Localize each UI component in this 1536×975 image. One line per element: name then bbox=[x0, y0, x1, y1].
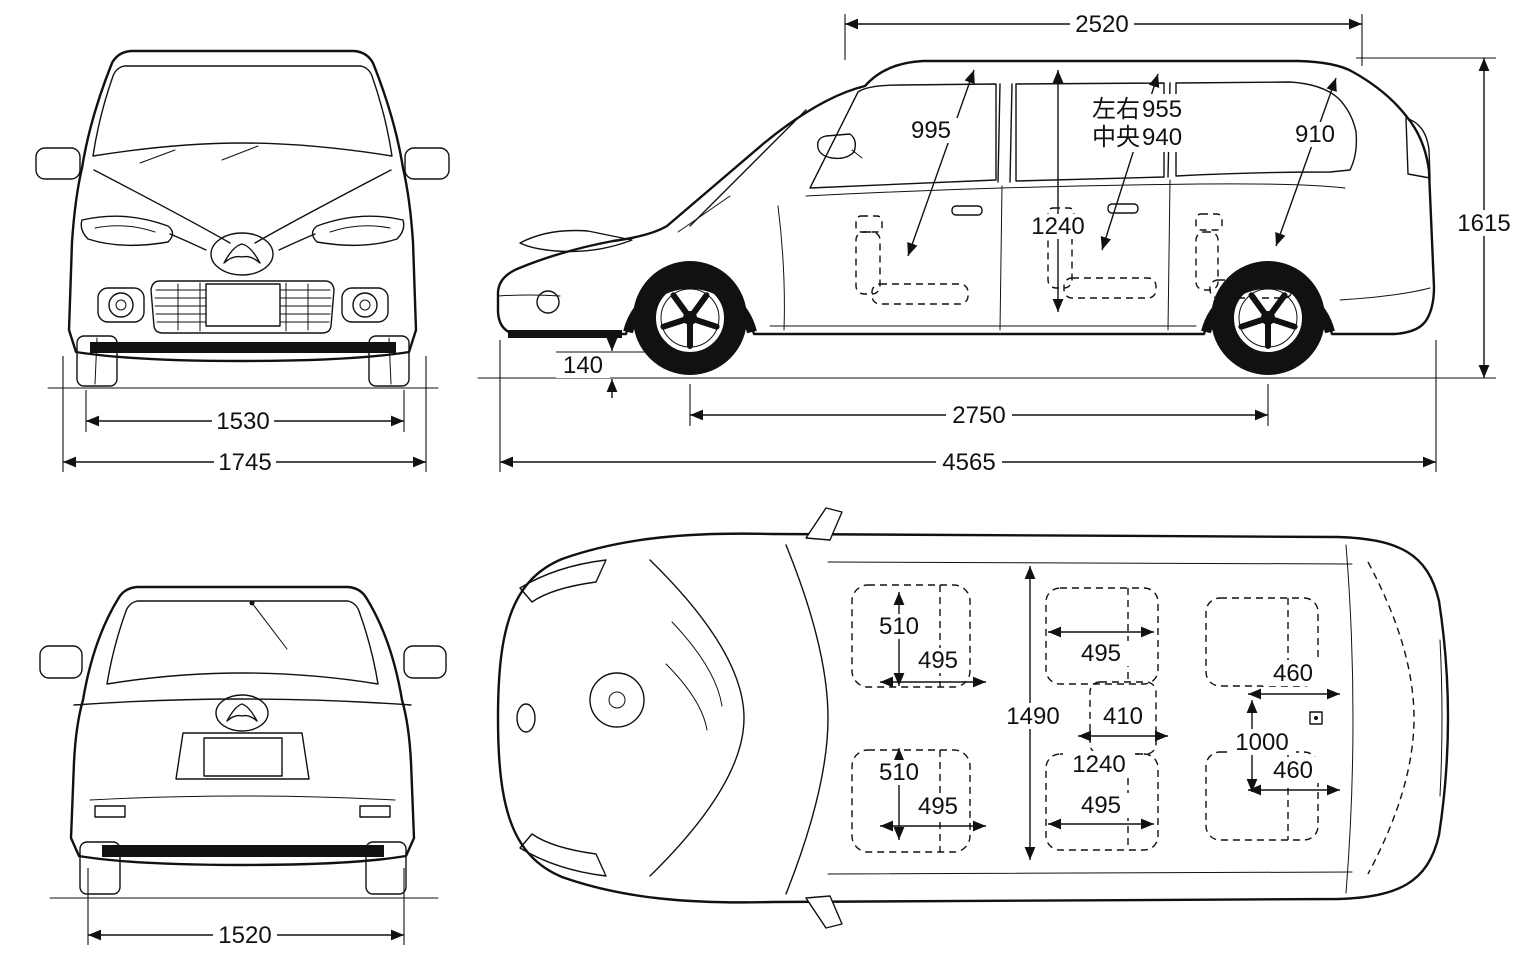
dim-label: 495 bbox=[1081, 792, 1121, 819]
dim-label: 1000 bbox=[1235, 729, 1288, 756]
rear-window-dashed bbox=[1367, 561, 1415, 875]
dim-front-seat-width-upper: 510 bbox=[869, 592, 929, 686]
rear-wiper bbox=[249, 600, 288, 650]
dim-label-roof-span: 2520 bbox=[1075, 11, 1128, 38]
side-view: 2520 995 左右955 中央940 910 1615 1240 140 bbox=[477, 11, 1516, 476]
windshield bbox=[92, 65, 393, 157]
door-mirror bbox=[816, 133, 863, 160]
tail-lamp bbox=[1405, 117, 1431, 179]
dim-second-row-center: 410 bbox=[1078, 703, 1168, 742]
tailgate-latch bbox=[1309, 711, 1323, 725]
dim-label: 460 bbox=[1273, 757, 1313, 784]
dim-label: 510 bbox=[879, 759, 919, 786]
rear-wheels bbox=[79, 841, 407, 895]
front-view: 1530 1745 bbox=[35, 49, 450, 476]
dim-overall-width: 1745 bbox=[62, 356, 427, 476]
dim-third-row-width-lower: 460 bbox=[1248, 757, 1340, 796]
dim-label-overall-height: 1615 bbox=[1457, 210, 1510, 237]
dim-wheelbase: 2750 bbox=[689, 384, 1269, 429]
reflectors bbox=[94, 805, 391, 818]
dim-label-interior-height: 1240 bbox=[1031, 213, 1084, 240]
headlights-top bbox=[519, 559, 607, 877]
dim-front-seat-depth-upper: 495 bbox=[880, 647, 986, 688]
dim-label-front-track: 1530 bbox=[216, 408, 269, 435]
dim-front-seat-width-lower: 510 bbox=[869, 748, 929, 840]
mazda-logo bbox=[169, 232, 316, 276]
dim-label: 510 bbox=[879, 613, 919, 640]
front-body-outline bbox=[67, 49, 418, 363]
windshield-band bbox=[649, 544, 829, 895]
dim-label: 495 bbox=[918, 793, 958, 820]
dim-cargo-width: 1000 bbox=[1228, 700, 1296, 792]
mazda-logo bbox=[215, 694, 269, 732]
dim-label: 460 bbox=[1273, 660, 1313, 687]
dim-label: 495 bbox=[918, 647, 958, 674]
dim-rear-track: 1520 bbox=[87, 868, 405, 949]
dim-interior-height: 1240 bbox=[1026, 70, 1090, 312]
front-end-details bbox=[497, 229, 633, 338]
dim-roof-span: 2520 bbox=[844, 11, 1363, 66]
rear-body-outline bbox=[69, 585, 416, 867]
dim-second-row-width: 1240 bbox=[1024, 566, 1135, 860]
dim-label-mid-headroom: 左右955 中央940 bbox=[1092, 96, 1189, 151]
hood-emblem bbox=[516, 703, 536, 733]
wipers bbox=[139, 145, 259, 164]
dim-label-front-headroom: 995 bbox=[911, 117, 951, 144]
side-mirrors bbox=[39, 645, 447, 679]
dim-label: 495 bbox=[1081, 640, 1121, 667]
wipers-top bbox=[665, 621, 723, 731]
tailgate-crease bbox=[89, 795, 396, 801]
headlights bbox=[80, 215, 405, 247]
side-mirrors bbox=[35, 147, 450, 180]
top-view: 510 495 510 495 1240 495 1490 410 495 bbox=[496, 507, 1450, 929]
hood-creases bbox=[93, 169, 392, 244]
front-bumper-strip bbox=[90, 342, 396, 353]
dim-couple-distance: 1490 bbox=[996, 703, 1070, 730]
dim-label-rear-track: 1520 bbox=[218, 922, 271, 949]
dim-second-row-depth-lower: 495 bbox=[1048, 792, 1154, 830]
glazing bbox=[677, 81, 1358, 233]
rear-window bbox=[106, 600, 379, 685]
dim-front-headroom: 995 bbox=[902, 69, 975, 257]
dim-ground-clearance: 140 bbox=[556, 332, 646, 398]
dim-label: 1490 bbox=[1006, 703, 1059, 730]
rear-view: 1520 bbox=[39, 585, 447, 949]
dim-overall-height: 1615 bbox=[1356, 57, 1516, 379]
dim-second-row-depth-upper: 495 bbox=[1048, 626, 1154, 667]
front-wheel bbox=[633, 261, 747, 375]
dim-mid-headroom: 左右955 中央940 bbox=[1086, 73, 1196, 251]
dim-label-overall-width: 1745 bbox=[218, 449, 271, 476]
license-recess bbox=[175, 732, 310, 780]
dim-label-wheelbase: 2750 bbox=[952, 402, 1005, 429]
rear-bumper-strip bbox=[102, 845, 384, 857]
fog-lamps bbox=[97, 287, 389, 323]
license-plate bbox=[205, 283, 281, 327]
top-body-outline bbox=[496, 532, 1450, 904]
shoulder-crease bbox=[73, 698, 412, 706]
dim-label: 1240 bbox=[1072, 751, 1125, 778]
dim-label-rear-headroom: 910 bbox=[1295, 121, 1335, 148]
dim-label-overall-length: 4565 bbox=[942, 449, 995, 476]
roof-edges bbox=[827, 544, 1443, 894]
rear-bumper-line bbox=[1339, 287, 1431, 301]
dim-third-row-width-upper: 460 bbox=[1248, 660, 1340, 700]
side-body-outline bbox=[496, 59, 1436, 336]
door-mirrors-top bbox=[805, 507, 843, 929]
dim-front-track: 1530 bbox=[85, 390, 405, 435]
dim-label: 410 bbox=[1103, 703, 1143, 730]
dim-overall-length: 4565 bbox=[499, 340, 1437, 476]
steering-wheel bbox=[589, 672, 645, 728]
rear-wheel bbox=[1211, 261, 1325, 375]
dim-label-ground-clearance: 140 bbox=[563, 352, 603, 379]
dim-rear-headroom: 910 bbox=[1275, 77, 1344, 247]
dim-front-seat-depth-lower: 495 bbox=[880, 793, 986, 832]
